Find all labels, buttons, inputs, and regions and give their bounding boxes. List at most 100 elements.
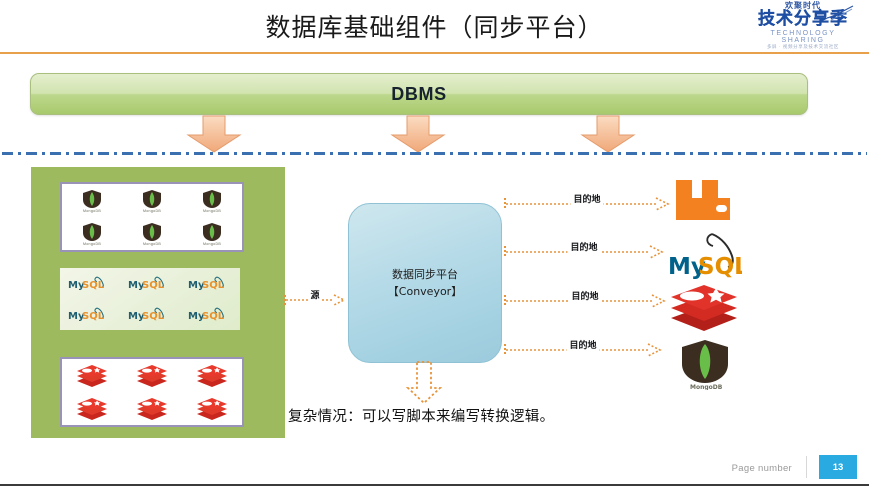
mongodb-logo-item: MongoDB (81, 189, 103, 213)
mysql-icon: My SQL (68, 276, 105, 291)
mongodb-icon (143, 222, 161, 241)
mysql-icon: My SQL (188, 276, 225, 291)
brand-logo-line2: 技术分享季 (758, 9, 848, 29)
mongodb-logo-caption: MongoDB (82, 241, 102, 246)
redis-destination-logo (668, 282, 740, 334)
destination-arrow-1: 目的地 (504, 192, 670, 211)
source-arrow-label: 源 (308, 288, 322, 301)
conveyor-line2: 【Conveyor】 (387, 285, 463, 298)
mongodb-logo-item: MongoDB (201, 189, 223, 213)
mongodb-icon (203, 222, 221, 241)
mysql-destination-logo: My SQL (666, 230, 749, 282)
mongodb-icon (143, 189, 161, 208)
mongodb-logo-caption: MongoDB (142, 208, 162, 213)
complex-case-note: 复杂情况：可以写脚本来编写转换逻辑。 (288, 409, 555, 425)
svg-text:SQL: SQL (202, 280, 225, 291)
redis-logo-item (135, 397, 169, 421)
conveyor-platform-box: 数据同步平台 【Conveyor】 (348, 203, 502, 363)
svg-text:My: My (188, 280, 205, 291)
redis-logo-item (75, 364, 109, 388)
destination-arrow-label: 目的地 (566, 338, 600, 351)
redis-source-panel (60, 357, 244, 427)
redis-icon (197, 397, 227, 420)
svg-text:My: My (128, 280, 145, 291)
redis-icon (77, 397, 107, 420)
mongodb-logo-caption: MongoDB (142, 241, 162, 246)
redis-logo-item (75, 397, 109, 421)
mysql-logo-item: My SQL (187, 306, 233, 323)
svg-text:My: My (668, 254, 706, 280)
rabbitmq-icon (676, 180, 730, 220)
redis-logo-item (135, 364, 169, 388)
mysql-icon: My SQL (668, 233, 749, 280)
dbms-banner: DBMS (30, 73, 808, 115)
mongodb-icon (83, 189, 101, 208)
source-systems-group: MongoDB MongoDB MongoDB (31, 167, 285, 438)
redis-logo-item (195, 397, 229, 421)
title-divider (0, 52, 869, 54)
mongodb-logo-item: MongoDB (201, 222, 223, 246)
mysql-icon: My SQL (128, 276, 165, 291)
svg-text:My: My (68, 311, 85, 322)
rabbitmq-destination-logo (672, 176, 734, 224)
redis-icon (671, 285, 737, 331)
page-number-badge: 13 (819, 455, 857, 479)
brand-logo-line3: TECHNOLOGY SHARING (770, 30, 836, 44)
mongodb-source-panel: MongoDB MongoDB MongoDB (60, 182, 244, 252)
mongodb-destination-logo: MongoDB (678, 338, 732, 391)
mongodb-logo-item: MongoDB (81, 222, 103, 246)
redis-icon (137, 364, 167, 387)
mongodb-logo-caption: MongoDB (202, 241, 222, 246)
source-arrow: 源 (284, 288, 346, 307)
footer-divider (0, 484, 869, 486)
mysql-icon: My SQL (68, 307, 105, 322)
redis-icon (137, 397, 167, 420)
mysql-logo-item: My SQL (127, 275, 173, 292)
dbms-arrow-2 (390, 115, 446, 153)
svg-text:MongoDB: MongoDB (690, 384, 723, 390)
svg-text:SQL: SQL (82, 280, 105, 291)
swoosh-icon (826, 5, 854, 21)
svg-text:My: My (188, 311, 205, 322)
mysql-logo-item: My SQL (187, 275, 233, 292)
destination-arrow-icon (504, 197, 670, 211)
dbms-arrow-1 (186, 115, 242, 153)
mysql-logo-item: My SQL (127, 306, 173, 323)
svg-text:SQL: SQL (82, 311, 105, 322)
conveyor-line1: 数据同步平台 (391, 267, 458, 281)
script-note-arrow (405, 361, 443, 405)
brand-logo-line4: 多屏 · 视频分享及技术交流社区 (766, 44, 840, 49)
destination-arrow-label: 目的地 (567, 240, 601, 253)
destination-arrow-icon (504, 343, 662, 357)
brand-logo-line1: 欢聚时代 (785, 1, 821, 10)
svg-text:SQL: SQL (142, 311, 165, 322)
destination-arrow-label: 目的地 (570, 192, 604, 205)
footer-separator (806, 456, 807, 478)
mongodb-logo-item: MongoDB (141, 189, 163, 213)
mongodb-logo-item: MongoDB (141, 222, 163, 246)
page-number-label: Page number (731, 463, 792, 474)
destination-arrow-2: 目的地 (504, 240, 664, 259)
mongodb-icon (203, 189, 221, 208)
svg-text:SQL: SQL (698, 254, 742, 280)
destination-arrow-3: 目的地 (504, 289, 666, 308)
svg-text:SQL: SQL (142, 280, 165, 291)
page-title: 数据库基础组件（同步平台） (265, 13, 604, 42)
svg-text:SQL: SQL (202, 311, 225, 322)
redis-logo-item (195, 364, 229, 388)
mongodb-icon: MongoDB (682, 340, 728, 391)
dbms-arrow-3 (580, 115, 636, 153)
mysql-icon: My SQL (128, 307, 165, 322)
redis-icon (197, 364, 227, 387)
mysql-logo-item: My SQL (67, 306, 113, 323)
mongodb-logo-caption: MongoDB (202, 208, 222, 213)
dbms-label: DBMS (391, 83, 447, 104)
mongodb-logo-caption: MongoDB (82, 208, 102, 213)
redis-icon (77, 364, 107, 387)
mongodb-icon (83, 222, 101, 241)
destination-arrow-label: 目的地 (568, 289, 602, 302)
section-divider (2, 152, 867, 155)
